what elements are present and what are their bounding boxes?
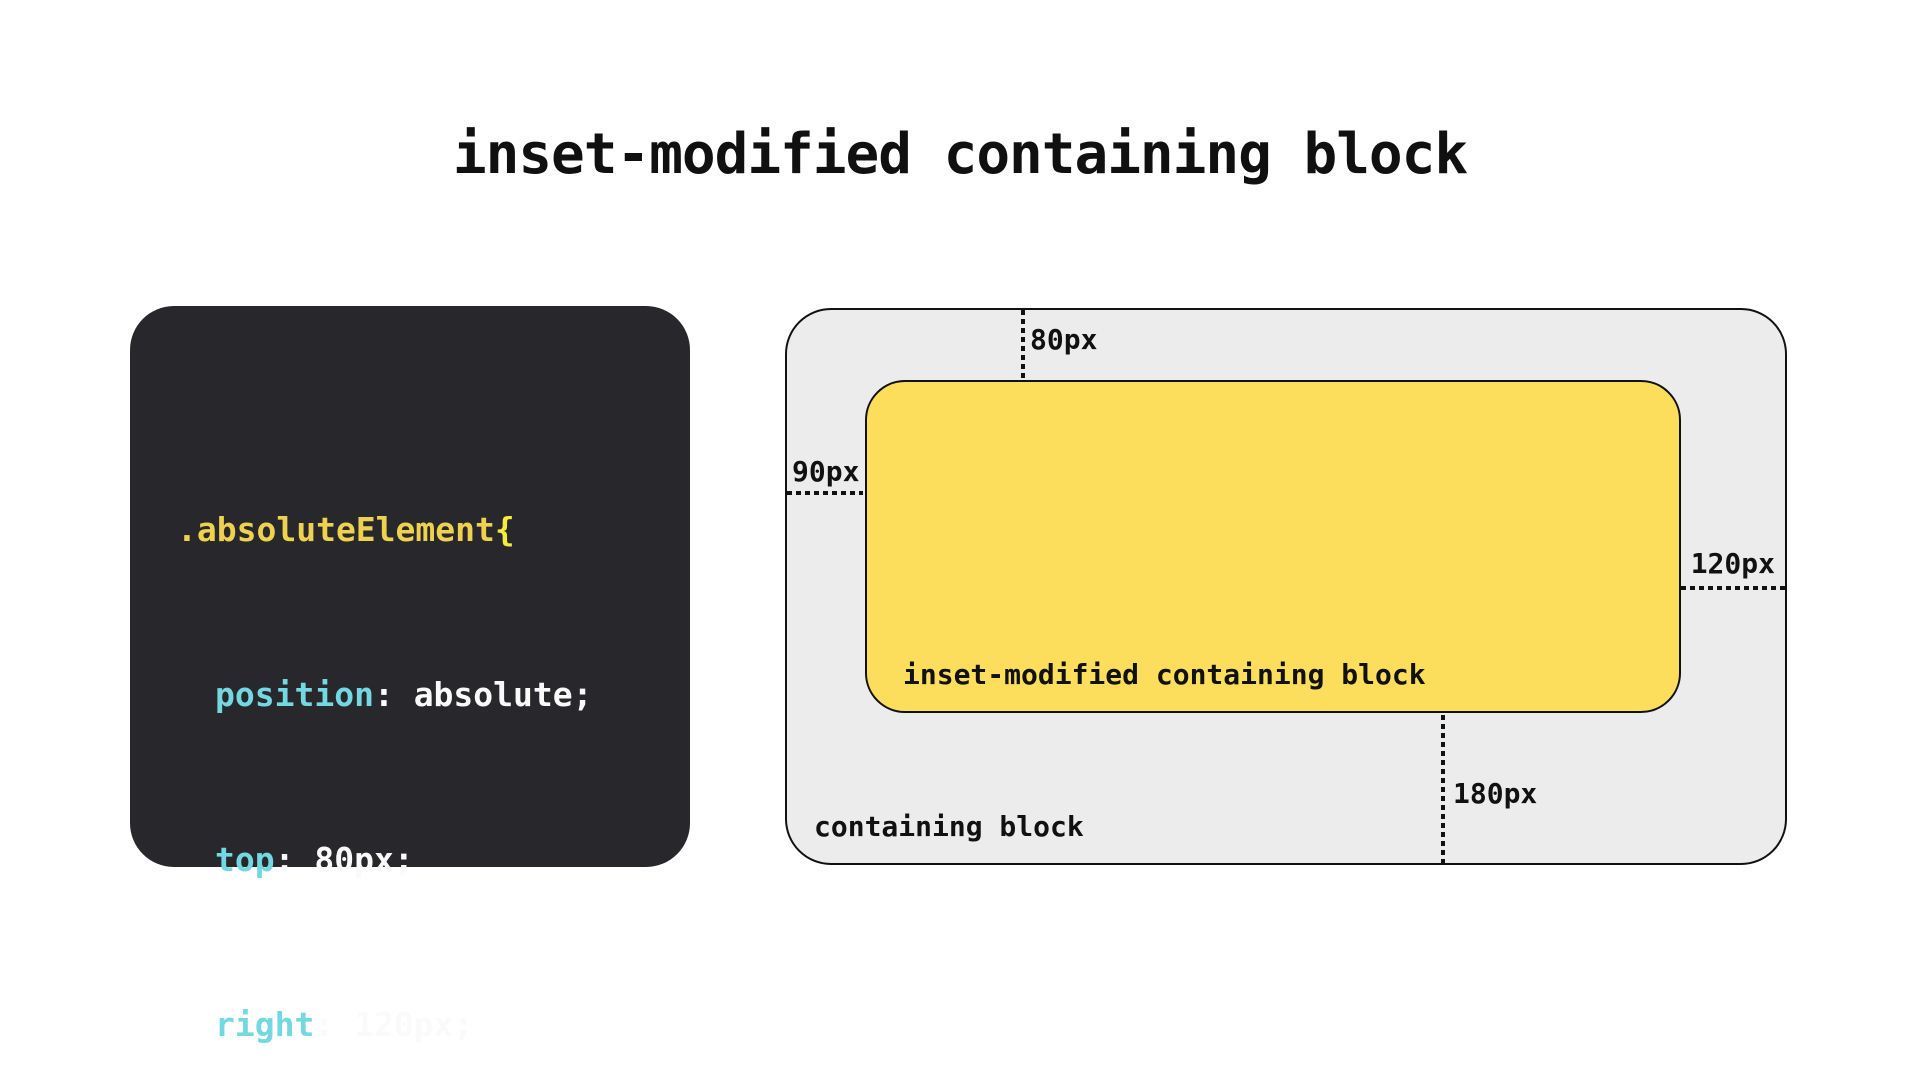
right-inset-dotted-line <box>1681 586 1785 590</box>
left-inset-value: 90px <box>792 455 860 488</box>
top-inset-dotted-line <box>1021 310 1025 380</box>
css-property: top <box>215 840 275 879</box>
open-brace: { <box>494 510 515 549</box>
top-inset-value: 80px <box>1030 323 1098 356</box>
css-value: : 120px; <box>314 1005 474 1044</box>
page-title: inset-modified containing block <box>452 122 1468 187</box>
inset-modified-containing-block: inset-modified containing block <box>865 380 1681 713</box>
left-inset-dotted-line <box>787 491 863 495</box>
code-line-top: top: 80px; <box>177 832 593 887</box>
containing-block: inset-modified containing block containi… <box>785 308 1787 865</box>
code-snippet: .absoluteElement{ position: absolute; to… <box>177 392 593 1080</box>
code-line-right: right: 120px; <box>177 997 593 1052</box>
code-line-position: position: absolute; <box>177 667 593 722</box>
css-selector: .absoluteElement <box>177 510 495 549</box>
containing-block-label: containing block <box>814 810 1084 843</box>
css-value: : 80px; <box>274 840 414 879</box>
right-inset-value: 120px <box>1690 547 1775 580</box>
code-panel: .absoluteElement{ position: absolute; to… <box>130 306 690 1044</box>
css-value: : absolute; <box>373 675 593 714</box>
css-property: right <box>215 1005 315 1044</box>
bottom-inset-value: 180px <box>1453 777 1538 810</box>
css-property: position <box>215 675 374 714</box>
code-line-selector: .absoluteElement{ <box>177 502 593 557</box>
inset-block-label: inset-modified containing block <box>903 658 1426 691</box>
bottom-inset-dotted-line <box>1441 715 1445 863</box>
